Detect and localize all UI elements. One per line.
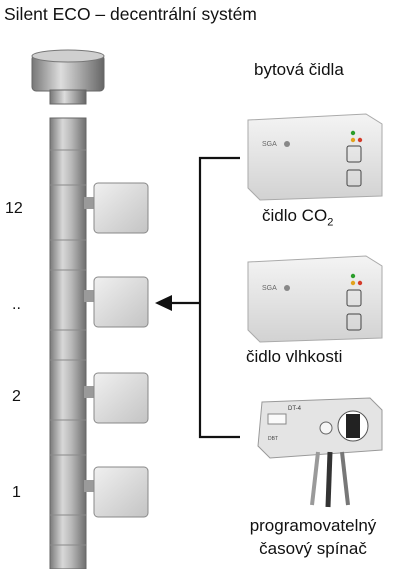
timer-label-line1: programovatelný — [249, 516, 377, 535]
arrow-head — [155, 295, 172, 311]
ventilation-unit-floor-1 — [84, 466, 149, 518]
timer-model-text: DT-4 — [288, 406, 302, 412]
floor-label-1: 1 — [12, 484, 21, 501]
floor-label-2: 2 — [12, 388, 21, 405]
co2-subscript: 2 — [327, 216, 334, 229]
humidity-sensor-device: SGA — [247, 255, 383, 343]
timer-label-line2: časový spínač — [259, 539, 367, 558]
svg-text:DBT: DBT — [268, 436, 278, 442]
humidity-sensor-label: čidlo vlhkosti — [246, 347, 343, 366]
ventilation-unit-floor-12 — [84, 182, 149, 234]
co2-sensor-label: čidlo CO2 — [262, 206, 333, 228]
roof-cap — [31, 49, 105, 105]
diagram-title: Silent ECO – decentrální systém — [4, 4, 257, 24]
floor-label-dots: .. — [12, 296, 21, 313]
svg-text:SGA: SGA — [262, 141, 277, 148]
co2-sensor-device: SGA — [247, 113, 383, 201]
co2-label-text: čidlo CO — [262, 206, 328, 225]
svg-text:SGA: SGA — [262, 285, 277, 292]
vertical-duct — [49, 117, 87, 569]
ventilation-unit-floor-dots — [84, 276, 149, 328]
signal-lines — [170, 156, 240, 439]
timer-device: DT-4 DBT — [257, 397, 383, 508]
sensors-heading: bytová čidla — [254, 60, 344, 79]
ventilation-unit-floor-2 — [84, 372, 149, 424]
floor-label-12: 12 — [5, 200, 23, 217]
